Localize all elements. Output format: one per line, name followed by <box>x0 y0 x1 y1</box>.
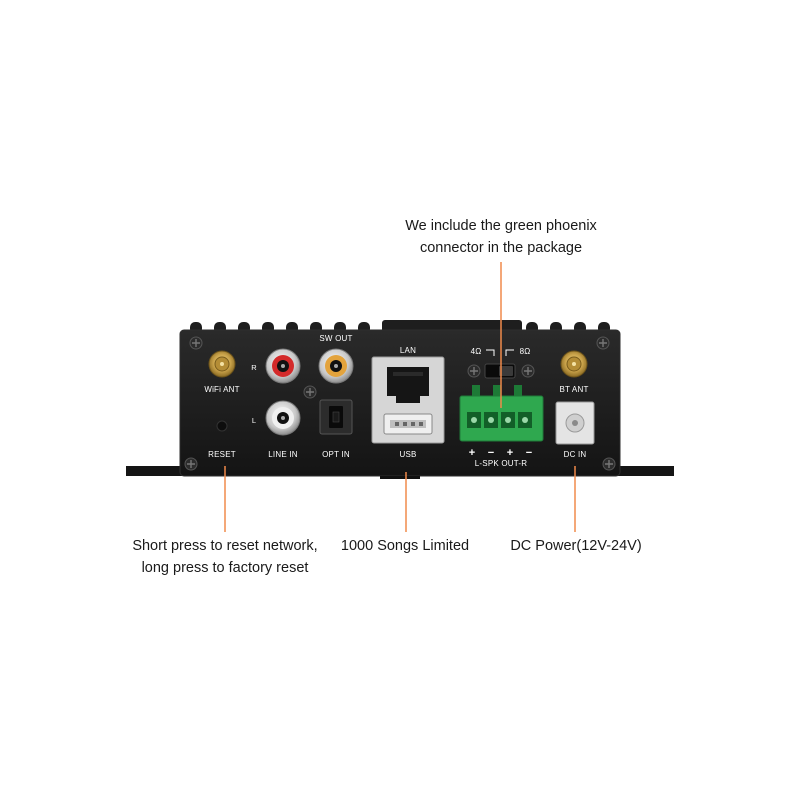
spk-minus-right: − <box>526 447 532 459</box>
switch-screw-left <box>467 364 481 378</box>
spk-out-label: L-SPK OUT-R <box>475 459 527 468</box>
callout-phoenix: We include the green phoenix connector i… <box>401 215 601 259</box>
usb-port[interactable] <box>383 413 433 435</box>
callout-dc-line1: DC Power(12V-24V) <box>510 538 642 554</box>
rca-r-label: R <box>251 363 257 372</box>
subwoofer-out-jack[interactable] <box>318 348 354 384</box>
dc-in-jack[interactable] <box>555 401 595 445</box>
callout-phoenix-line2: connector in the package <box>419 240 583 256</box>
wifi-ant-label: WiFi ANT <box>204 385 239 394</box>
rca-left-jack[interactable] <box>265 400 301 436</box>
opt-in-label: OPT IN <box>322 450 350 459</box>
line-in-label: LINE IN <box>268 450 297 459</box>
spk-minus-left: − <box>488 447 494 459</box>
callout-reset-line1: Short press to reset network, <box>132 538 318 554</box>
left-mounting-flange <box>126 466 186 476</box>
bt-ant-label: BT ANT <box>559 385 588 394</box>
phoenix-speaker-connector[interactable] <box>459 385 544 442</box>
screw-center <box>303 385 317 399</box>
screw-bottom-right <box>602 457 616 471</box>
spk-plus-left: + <box>469 447 475 459</box>
right-mounting-flange <box>614 466 674 476</box>
spk-plus-right: + <box>507 447 513 459</box>
callout-reset-line2: long press to factory reset <box>141 560 309 576</box>
impedance-switch[interactable] <box>484 363 516 379</box>
impedance-bracket <box>486 349 514 356</box>
callout-reset: Short press to reset network, long press… <box>120 535 330 579</box>
ohm-8-label: 8Ω <box>520 347 531 356</box>
reset-label: RESET <box>208 450 236 459</box>
sw-out-label: SW OUT <box>319 334 352 343</box>
switch-screw-right <box>521 364 535 378</box>
screw-bottom-left <box>184 457 198 471</box>
bottom-foot <box>380 476 420 479</box>
lan-label: LAN <box>400 346 416 355</box>
usb-label: USB <box>399 450 416 459</box>
dc-in-label: DC IN <box>564 450 587 459</box>
reset-button[interactable] <box>216 420 228 432</box>
ohm-4-label: 4Ω <box>471 347 482 356</box>
wifi-antenna-connector <box>208 350 236 378</box>
callout-usb-line1: 1000 Songs Limited <box>340 538 470 554</box>
callout-phoenix-line1: We include the green phoenix <box>405 218 597 234</box>
bt-antenna-connector <box>560 350 588 378</box>
optical-in-port[interactable] <box>319 399 353 435</box>
rca-right-jack[interactable] <box>265 348 301 384</box>
rca-l-label: L <box>252 416 256 425</box>
callout-dc: DC Power(12V-24V) <box>496 535 656 557</box>
screw-top-right <box>596 336 610 350</box>
callout-usb: 1000 Songs Limited <box>330 535 480 557</box>
screw-top-left <box>189 336 203 350</box>
